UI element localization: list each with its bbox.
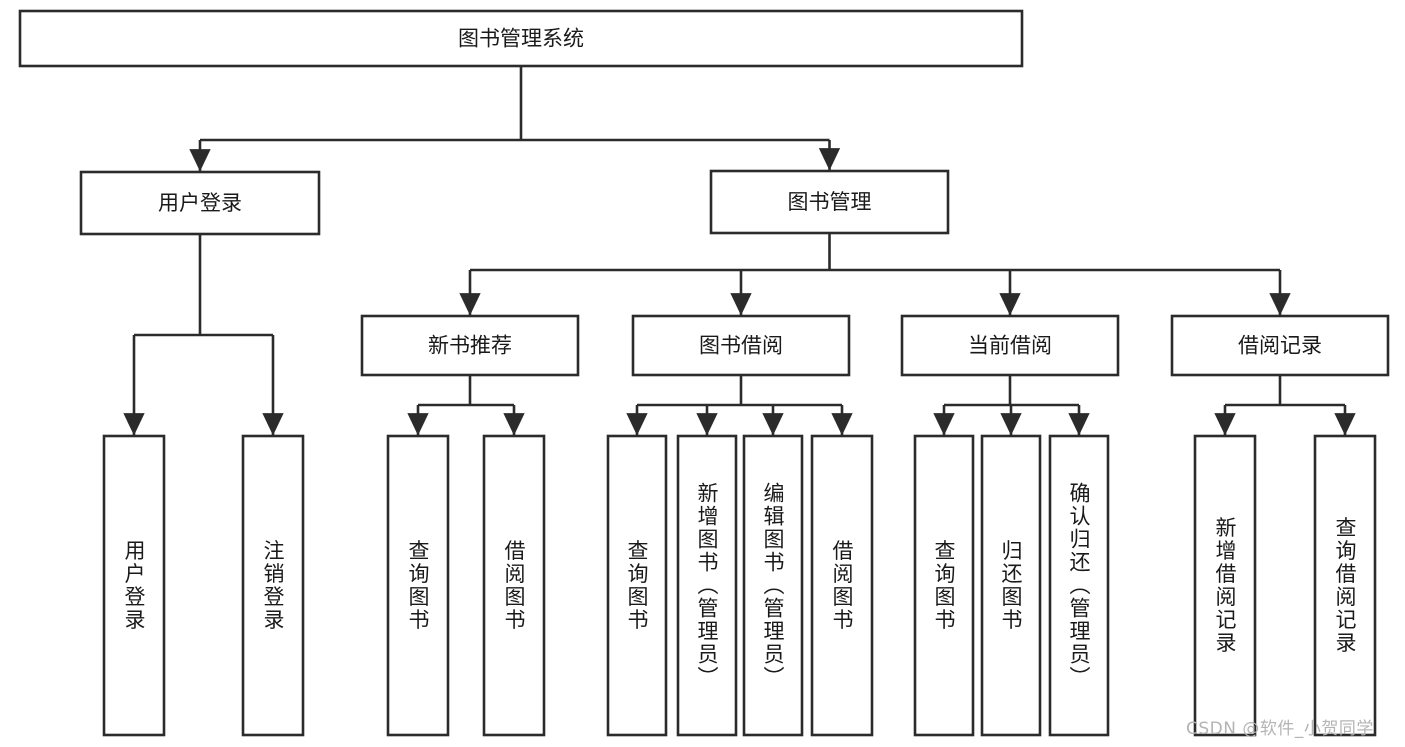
node-label-borrow-record: 借阅记录 [1238, 334, 1322, 358]
node-leaf-query-book-3[interactable]: 查询图书 [913, 434, 975, 737]
node-box-leaf-add-book[interactable] [676, 434, 738, 737]
node-label-leaf-query-book-1: 查询图书 [406, 540, 430, 632]
node-box-leaf-query-book-3[interactable] [913, 434, 975, 737]
node-box-leaf-edit-book[interactable] [742, 434, 804, 737]
node-label-leaf-add-record: 新增借阅记录 [1213, 517, 1237, 655]
node-label-leaf-logout: 注销登录 [261, 540, 285, 632]
node-box-leaf-query-record[interactable] [1313, 434, 1377, 737]
node-leaf-borrow-book-2[interactable]: 借阅图书 [810, 434, 874, 737]
node-user-login[interactable]: 用户登录 [79, 170, 321, 236]
node-box-leaf-user-login[interactable] [102, 434, 166, 737]
edges-layer [123, 66, 1356, 436]
node-borrow-record[interactable]: 借阅记录 [1170, 314, 1390, 377]
node-label-current-borrow: 当前借阅 [968, 334, 1052, 358]
node-label-root: 图书管理系统 [458, 27, 584, 51]
node-label-leaf-confirm-return: 确认归还（管理员） [1067, 482, 1091, 689]
node-box-user-login[interactable] [79, 170, 321, 236]
node-box-book-manage[interactable] [709, 169, 950, 235]
node-label-leaf-borrow-book-1: 借阅图书 [502, 540, 526, 632]
node-box-book-borrow[interactable] [631, 314, 851, 377]
node-label-leaf-borrow-book-2: 借阅图书 [830, 540, 854, 632]
node-box-leaf-return-book[interactable] [980, 434, 1042, 737]
node-new-book-rec[interactable]: 新书推荐 [360, 314, 580, 377]
node-leaf-query-book-1[interactable]: 查询图书 [386, 434, 450, 737]
node-box-leaf-borrow-book-2[interactable] [810, 434, 874, 737]
node-label-new-book-rec: 新书推荐 [428, 334, 512, 358]
node-leaf-confirm-return[interactable]: 确认归还（管理员） [1048, 434, 1110, 737]
node-root[interactable]: 图书管理系统 [18, 9, 1024, 68]
node-leaf-query-record[interactable]: 查询借阅记录 [1313, 434, 1377, 737]
node-leaf-borrow-book-1[interactable]: 借阅图书 [482, 434, 546, 737]
node-box-new-book-rec[interactable] [360, 314, 580, 377]
node-label-leaf-return-book: 归还图书 [999, 540, 1023, 632]
node-box-leaf-add-record[interactable] [1193, 434, 1257, 737]
node-label-leaf-query-record: 查询借阅记录 [1333, 517, 1357, 655]
node-box-leaf-query-book-2[interactable] [606, 434, 668, 737]
node-leaf-add-record[interactable]: 新增借阅记录 [1193, 434, 1257, 737]
node-label-leaf-query-book-2: 查询图书 [625, 540, 649, 632]
node-box-current-borrow[interactable] [900, 314, 1120, 377]
node-leaf-return-book[interactable]: 归还图书 [980, 434, 1042, 737]
node-label-leaf-query-book-3: 查询图书 [932, 540, 956, 632]
node-box-borrow-record[interactable] [1170, 314, 1390, 377]
node-label-leaf-add-book: 新增图书（管理员） [695, 482, 719, 689]
node-box-leaf-borrow-book-1[interactable] [482, 434, 546, 737]
node-current-borrow[interactable]: 当前借阅 [900, 314, 1120, 377]
node-label-leaf-user-login: 用户登录 [122, 540, 146, 632]
node-book-borrow[interactable]: 图书借阅 [631, 314, 851, 377]
node-book-manage[interactable]: 图书管理 [709, 169, 950, 235]
node-box-leaf-confirm-return[interactable] [1048, 434, 1110, 737]
node-leaf-query-book-2[interactable]: 查询图书 [606, 434, 668, 737]
node-box-root[interactable] [18, 9, 1024, 68]
node-box-leaf-logout[interactable] [241, 434, 305, 737]
node-label-user-login: 用户登录 [158, 191, 242, 215]
node-label-book-borrow: 图书借阅 [699, 334, 783, 358]
node-label-book-manage: 图书管理 [788, 190, 872, 214]
node-leaf-user-login[interactable]: 用户登录 [102, 434, 166, 737]
csdn-watermark: CSDN @软件_小贺同学 [1186, 719, 1374, 739]
node-label-leaf-edit-book: 编辑图书（管理员） [761, 482, 785, 689]
node-leaf-edit-book[interactable]: 编辑图书（管理员） [742, 434, 804, 737]
node-leaf-add-book[interactable]: 新增图书（管理员） [676, 434, 738, 737]
node-leaf-logout[interactable]: 注销登录 [241, 434, 305, 737]
node-box-leaf-query-book-1[interactable] [386, 434, 450, 737]
nodes-layer: 图书管理系统用户登录图书管理新书推荐图书借阅当前借阅借阅记录用户登录注销登录查询… [18, 9, 1390, 737]
